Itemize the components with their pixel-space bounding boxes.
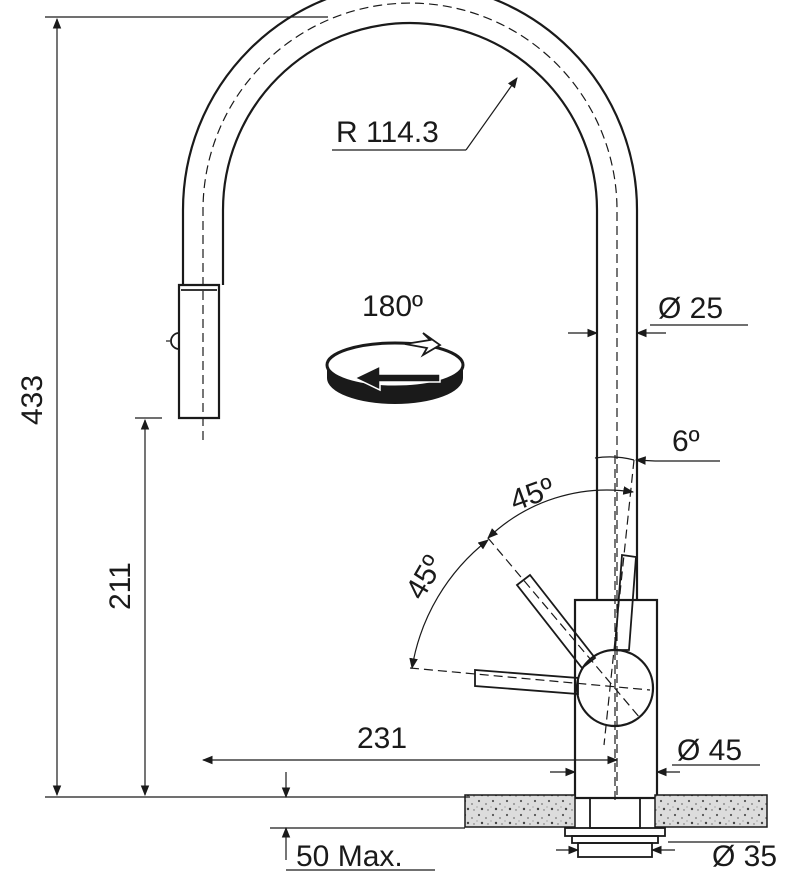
hole-diameter-label: Ø 35 bbox=[712, 840, 777, 873]
outlet-height-label: 211 bbox=[104, 562, 137, 610]
reach-label: 231 bbox=[357, 722, 407, 755]
dimension-lines bbox=[45, 16, 760, 871]
swivel-angle-label: 180º bbox=[362, 290, 423, 323]
worktop bbox=[464, 794, 768, 858]
total-height-label: 433 bbox=[16, 375, 49, 425]
body-diameter-label: Ø 45 bbox=[677, 734, 742, 767]
tilt-angle-label: 6º bbox=[672, 425, 700, 458]
radius-label: R 114.3 bbox=[336, 116, 439, 149]
lever-angle-lower-label: 45º bbox=[399, 550, 450, 605]
lever-angle-upper-label: 45º bbox=[506, 472, 559, 518]
spout-diameter-label: Ø 25 bbox=[658, 292, 723, 325]
rotation-arrow-icon bbox=[325, 332, 465, 404]
worktop-thickness-label: 50 Max. bbox=[296, 840, 403, 873]
